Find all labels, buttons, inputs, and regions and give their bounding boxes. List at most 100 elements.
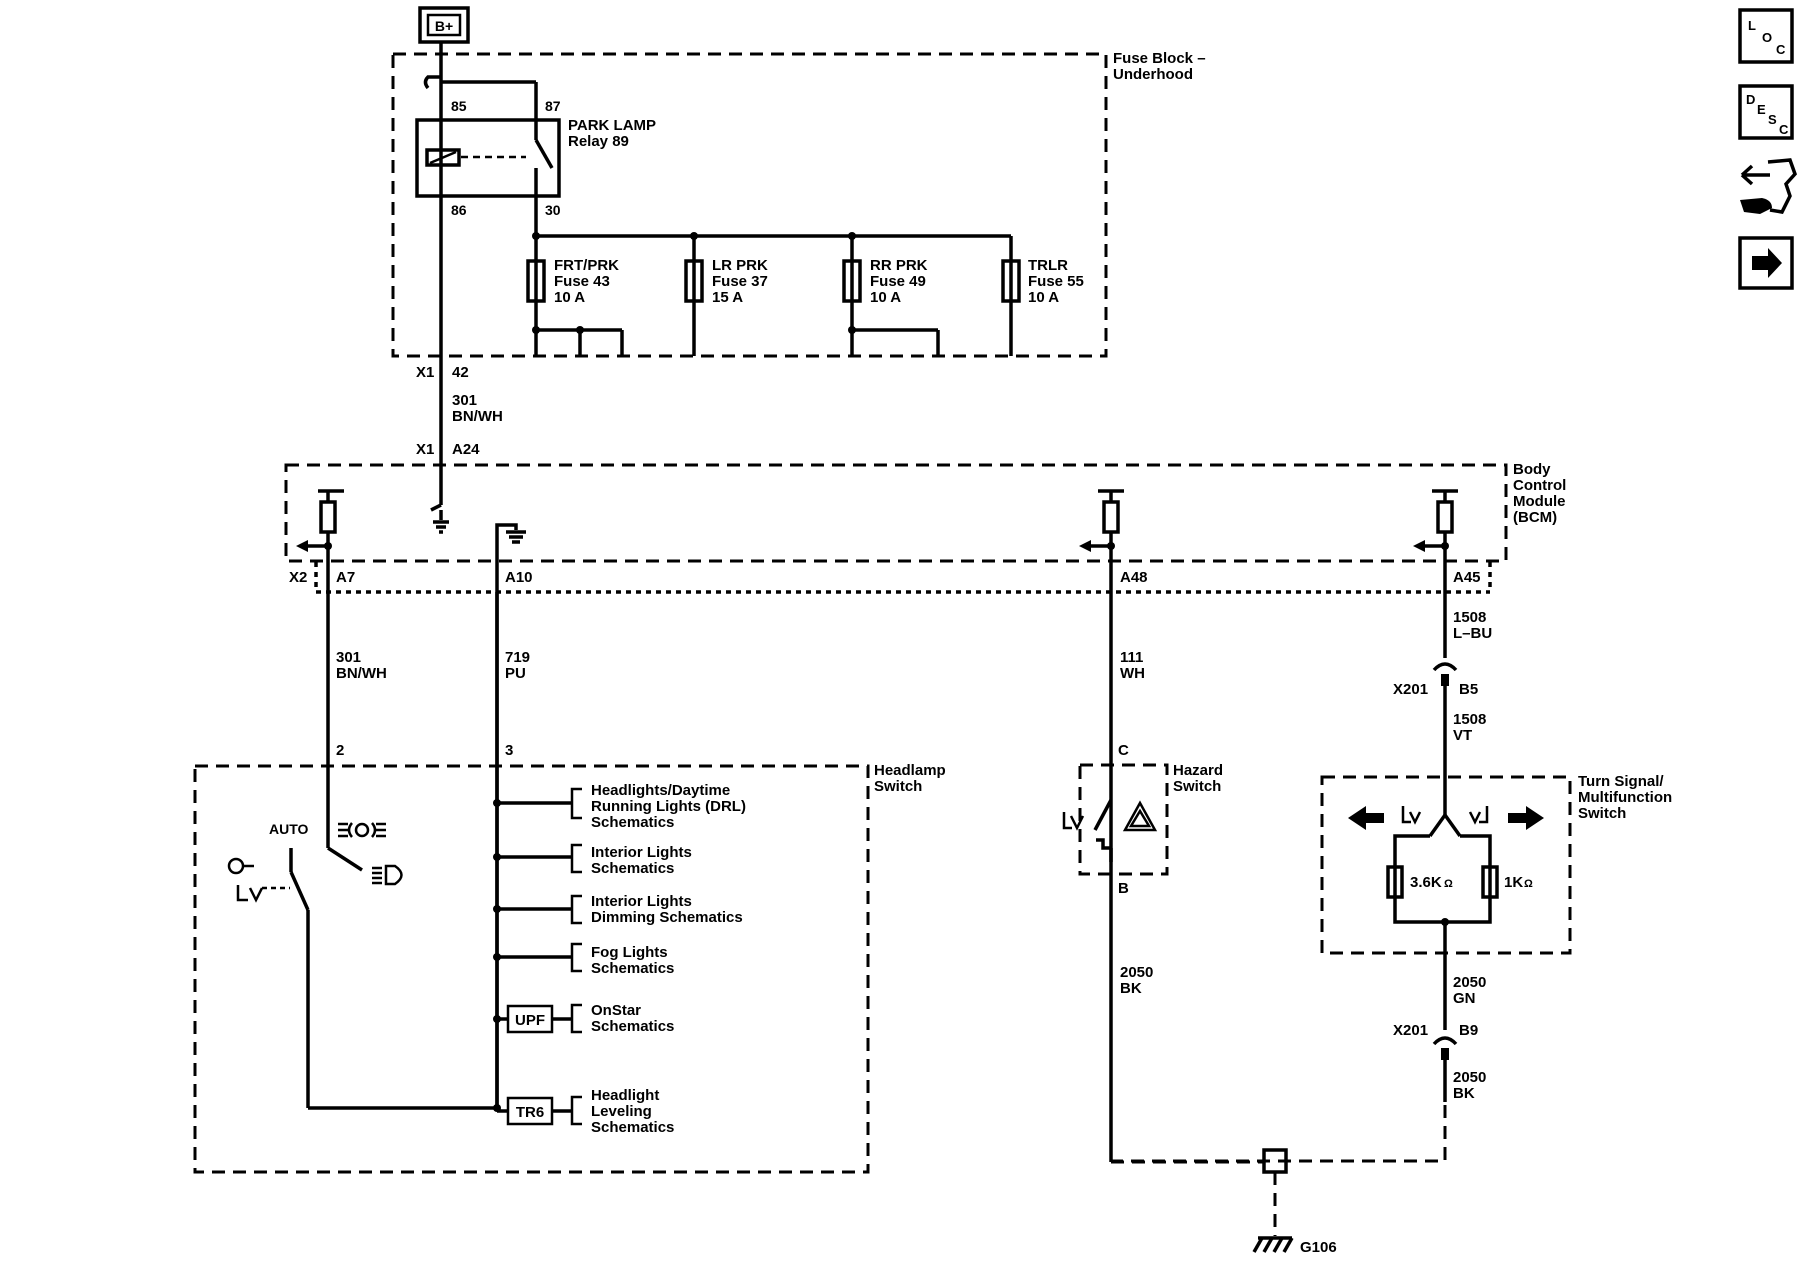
relay-pin-87: 87 (545, 98, 561, 114)
resistor-2-value: 1K (1504, 874, 1523, 891)
right-arrow-icon (1752, 248, 1782, 278)
wire-2050-hazard-color: BK (1120, 980, 1142, 997)
bcm-title-2: Control (1513, 477, 1566, 494)
fuse-43-rating: 10 A (554, 289, 585, 306)
park-lamp-relay: 85 87 86 30 PARK LAMP Relay 89 (415, 98, 656, 236)
desc-letter-s: S (1768, 112, 1777, 127)
bcm-pin-a48: A48 (1120, 569, 1148, 586)
resistor-1-unit: Ω (1444, 878, 1453, 890)
wire-301-color: BN/WH (336, 665, 387, 682)
wire-111-color: WH (1120, 665, 1145, 682)
resistor-1-value: 3.6K (1410, 874, 1442, 891)
fuse-37-name: LR PRK (712, 257, 768, 274)
auto-label: AUTO (269, 821, 309, 837)
hazard-switch: Hazard Switch C B (1062, 742, 1223, 1162)
fuse-block-pin: 42 (452, 364, 469, 381)
relay-pin-86: 86 (451, 202, 467, 218)
bcm-pin-a45: A45 (1453, 569, 1481, 586)
connector-x201-b9: X201 B9 (1393, 1022, 1478, 1060)
wire-719-color: PU (505, 665, 526, 682)
fuse-49-number: Fuse 49 (870, 273, 926, 290)
ref-5-line1: OnStar (591, 1002, 641, 1019)
loc-letter-l: L (1748, 18, 1756, 33)
bcm-title-1: Body (1513, 461, 1551, 478)
fuse-49: RR PRK Fuse 49 10 A (842, 236, 940, 356)
turn-switch-title-2: Multifunction (1578, 789, 1672, 806)
ref-2-line1: Interior Lights (591, 844, 692, 861)
ref-3-line1: Interior Lights (591, 893, 692, 910)
hazard-triangle-icon (1122, 800, 1158, 832)
desc-letter-c: C (1779, 122, 1789, 137)
loc-letter-o: O (1762, 30, 1772, 45)
fuse-block-title-2: Underhood (1113, 66, 1193, 83)
turn-right-arrow-icon (1508, 806, 1544, 830)
fuse-block-connector: X1 (416, 364, 434, 381)
x201-b5-name: X201 (1393, 681, 1428, 698)
desc-letter-d: D (1746, 92, 1755, 107)
fuse-55-rating: 10 A (1028, 289, 1059, 306)
headlamp-switch-title: Headlamp (874, 762, 946, 779)
fuse-55-name: TRLR (1028, 257, 1068, 274)
bcm-title-3: Module (1513, 493, 1566, 510)
ref-headlight-leveling: TR6 Headlight Leveling Schematics (493, 1087, 674, 1136)
fuse-49-rating: 10 A (870, 289, 901, 306)
relay-number: Relay 89 (568, 133, 629, 150)
fuse-block-title: Fuse Block – (1113, 50, 1206, 67)
location-button[interactable]: L O C (1738, 8, 1794, 64)
turn-right-actuator-icon (1468, 806, 1489, 825)
ref-onstar: UPF OnStar Schematics (493, 1002, 674, 1035)
connector-view-button[interactable] (1740, 158, 1797, 214)
hazard-pin-c: C (1118, 742, 1129, 759)
ground-label: G106 (1300, 1239, 1337, 1256)
relay-name: PARK LAMP (568, 117, 656, 134)
ref-interior-dimming: Interior Lights Dimming Schematics (493, 893, 743, 926)
ref-3-line2: Dimming Schematics (591, 909, 743, 926)
fuse-55-number: Fuse 55 (1028, 273, 1084, 290)
fuse-43-name: FRT/PRK (554, 257, 619, 274)
headlamp-icon (372, 864, 403, 886)
fuse-55: TRLR Fuse 55 10 A (1001, 236, 1084, 356)
ref-4-line2: Schematics (591, 960, 674, 977)
ref-1-line2: Running Lights (DRL) (591, 798, 746, 815)
x201-b9-name: X201 (1393, 1022, 1428, 1039)
x201-b5-pin: B5 (1459, 681, 1478, 698)
wire-111-circuit: 111 (1120, 649, 1143, 666)
wire-2050-hazard-circuit: 2050 (1120, 964, 1153, 981)
x201-b9-pin: B9 (1459, 1022, 1478, 1039)
wire-301-circuit: 301 (336, 649, 361, 666)
fuse-block-underhood: Fuse Block – Underhood 85 87 86 30 PARK … (391, 42, 1206, 505)
loc-letter-c: C (1776, 42, 1786, 57)
fuse-49-name: RR PRK (870, 257, 928, 274)
hazard-switch-title-2: Switch (1173, 778, 1221, 795)
fuse-37: LR PRK Fuse 37 15 A (684, 236, 768, 356)
ref-5-line2: Schematics (591, 1018, 674, 1035)
headlamp-switch: Headlamp Switch 2 3 AUTO (193, 592, 946, 1174)
bcm-pin-a7: A7 (336, 569, 355, 586)
turn-left-actuator-icon (1401, 806, 1422, 825)
resistor-2-unit: Ω (1524, 878, 1533, 890)
switch-actuator-icon (236, 885, 290, 903)
battery-label: B+ (435, 18, 453, 34)
fuse-37-number: Fuse 37 (712, 273, 768, 290)
headlamp-pin-3: 3 (505, 742, 513, 759)
wire-2050-bk-color: BK (1453, 1085, 1475, 1102)
bcm-title-4: (BCM) (1513, 509, 1557, 526)
wire-1508-vt-circuit: 1508 (1453, 711, 1486, 728)
wire-301-upper-circuit: 301 (452, 392, 477, 409)
description-button[interactable]: D E S C (1738, 84, 1794, 140)
ref-1-line1: Headlights/Daytime (591, 782, 730, 799)
hazard-actuator-icon (1062, 812, 1085, 831)
hazard-pin-b: B (1118, 880, 1129, 897)
headlamp-switch-title-2: Switch (874, 778, 922, 795)
connector-hand-icon (1740, 158, 1797, 214)
wire-301-upper-color: BN/WH (452, 408, 503, 425)
wire-1508-lbu-color: L–BU (1453, 625, 1492, 642)
wire-2050-gn-color: GN (1453, 990, 1476, 1007)
ref-headlights-drl: Headlights/Daytime Running Lights (DRL) … (493, 782, 746, 831)
next-page-button[interactable] (1738, 236, 1794, 290)
ref-4-line1: Fog Lights (591, 944, 668, 961)
wire-1508-vt-color: VT (1453, 727, 1472, 744)
parking-lamp-icon (338, 822, 386, 838)
resistor-3-6k: 3.6K Ω (1386, 865, 1453, 899)
